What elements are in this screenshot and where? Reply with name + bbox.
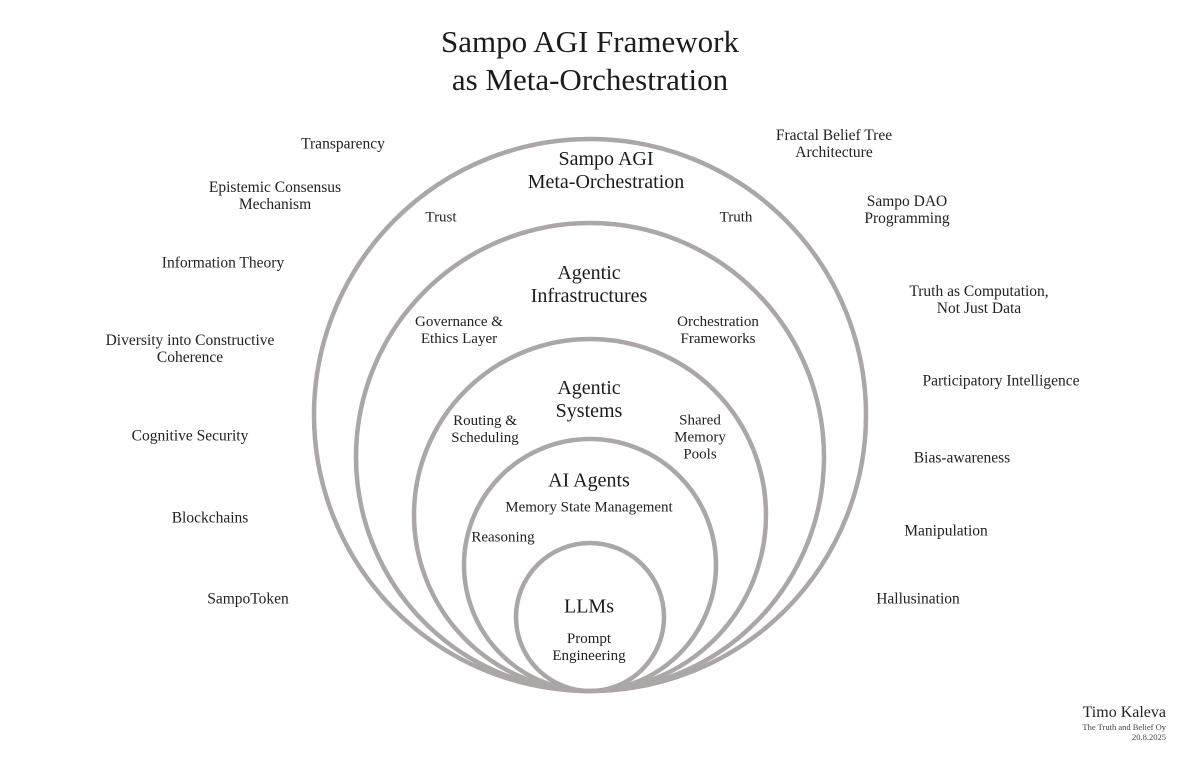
shared-memory-line-1: Shared [679, 412, 721, 429]
truth-comp-line-1: Truth as Computation, [909, 283, 1049, 300]
infra-heading-line-2: Infrastructures [530, 285, 648, 307]
meta-heading-line-2: Meta-Orchestration [527, 171, 685, 193]
diversity-coherence-label: Diversity into Constructive Coherence [106, 332, 275, 366]
diagram-title-line-2: as Meta-Orchestration [451, 62, 729, 97]
manipulation-label: Manipulation [904, 522, 988, 540]
prompt-line-2: Engineering [552, 648, 626, 664]
prompt-line-1: Prompt [566, 631, 612, 647]
bias-awareness-label: Bias-awareness [913, 449, 1011, 467]
participatory-intelligence-label: Participatory Intelligence [922, 372, 1080, 390]
sampo-dao-programming-label: Sampo DAO Programming [864, 193, 949, 227]
truth-as-computation-label: Truth as Computation, Not Just Data [909, 283, 1048, 317]
governance-line-1: Governance & [415, 314, 503, 330]
dao-line-2: Programming [864, 210, 950, 227]
agentic-systems-heading: Agentic Systems [556, 377, 623, 423]
governance-ethics-label: Governance & Ethics Layer [415, 314, 503, 348]
orchestration-frameworks-label: Orchestration Frameworks [677, 314, 759, 348]
author-organization: The Truth and Belief Oy [1082, 722, 1166, 732]
epistemic-line-1: Epistemic Consensus [208, 179, 342, 196]
truth-label: Truth [719, 209, 753, 226]
fractal-line-2: Architecture [795, 144, 873, 161]
transparency-label: Transparency [301, 135, 385, 153]
epistemic-line-2: Mechanism [238, 196, 312, 213]
meta-heading-line-1: Sampo AGI [558, 148, 654, 170]
diversity-line-1: Diversity into Constructive [105, 332, 275, 349]
systems-heading-line-2: Systems [555, 400, 623, 422]
reasoning-label: Reasoning [471, 529, 535, 546]
infra-heading-line-1: Agentic [557, 262, 621, 284]
fractal-belief-tree-label: Fractal Belief Tree Architecture [776, 127, 892, 161]
meta-orchestration-heading: Sampo AGI Meta-Orchestration [528, 148, 685, 194]
cognitive-security-label: Cognitive Security [131, 427, 249, 445]
prompt-engineering-label: Prompt Engineering [552, 631, 625, 665]
ai-agents-heading: AI Agents [548, 469, 630, 492]
shared-memory-pools-label: Shared Memory Pools [674, 413, 726, 464]
systems-heading-line-1: Agentic [557, 377, 621, 399]
routing-line-2: Scheduling [451, 430, 519, 446]
orchestration-line-1: Orchestration [677, 314, 759, 330]
author-name: Timo Kaleva [1082, 704, 1166, 721]
hallusination-label: Hallusination [876, 590, 960, 608]
llms-heading: LLMs [564, 595, 614, 618]
routing-line-1: Routing & [453, 413, 517, 429]
epistemic-consensus-label: Epistemic Consensus Mechanism [209, 179, 341, 213]
routing-scheduling-label: Routing & Scheduling [451, 413, 519, 447]
information-theory-label: Information Theory [161, 254, 285, 272]
trust-label: Trust [425, 209, 457, 226]
memory-state-management-label: Memory State Management [505, 499, 673, 516]
author-date: 20.8.2025 [1132, 732, 1166, 742]
shared-memory-line-3: Pools [683, 446, 717, 463]
dao-line-1: Sampo DAO [866, 193, 948, 210]
fractal-line-1: Fractal Belief Tree [775, 127, 893, 144]
blockchains-label: Blockchains [171, 509, 249, 527]
shared-memory-line-2: Memory [674, 429, 726, 446]
governance-line-2: Ethics Layer [420, 331, 498, 347]
ring-llms [513, 540, 667, 694]
diversity-line-2: Coherence [156, 349, 224, 366]
orchestration-line-2: Frameworks [680, 331, 756, 347]
sampotoken-label: SampoToken [207, 590, 289, 608]
diagram-title-line-1: Sampo AGI Framework [441, 24, 739, 59]
truth-comp-line-2: Not Just Data [936, 300, 1022, 317]
agentic-infrastructures-heading: Agentic Infrastructures [531, 262, 648, 308]
